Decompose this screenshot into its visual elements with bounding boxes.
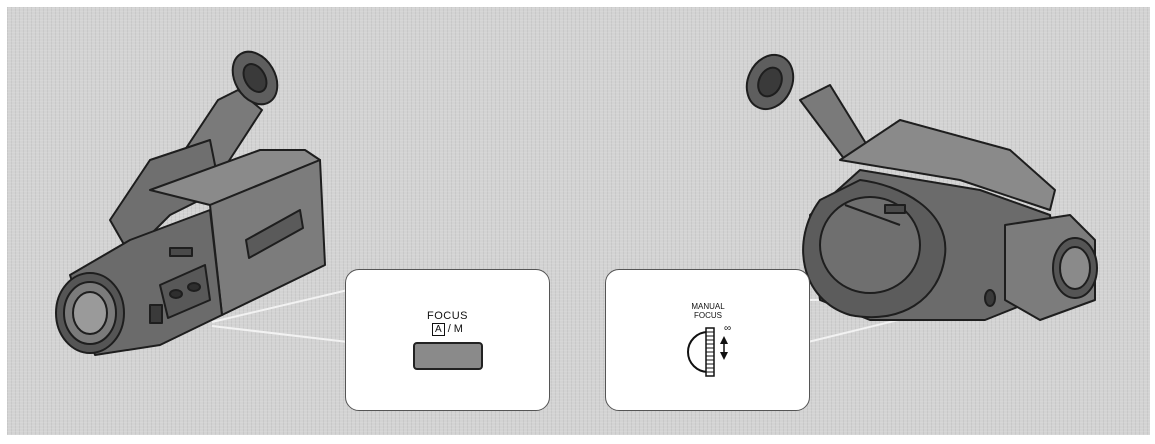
manual-focus-dial[interactable] (678, 322, 738, 382)
focus-mode-label: A/ M (346, 323, 549, 336)
manual-focus-label-line2: FOCUS (678, 311, 738, 320)
manual-focus-label-line1: MANUAL (678, 302, 738, 311)
up-arrow-icon (720, 336, 728, 344)
manual-focus-label: MANUAL FOCUS (678, 302, 738, 320)
focus-label: FOCUS (346, 310, 549, 322)
focus-dial-icon (678, 322, 738, 382)
auto-mode-letter: A (432, 323, 445, 336)
manual-focus-callout: MANUAL FOCUS ∞ (605, 269, 810, 411)
left-camcorder (56, 44, 325, 355)
down-arrow-icon (720, 352, 728, 360)
manual-mode-letter: / M (448, 323, 463, 335)
focus-switch-button[interactable] (413, 342, 483, 370)
focus-switch-callout: FOCUS A/ M (345, 269, 550, 411)
